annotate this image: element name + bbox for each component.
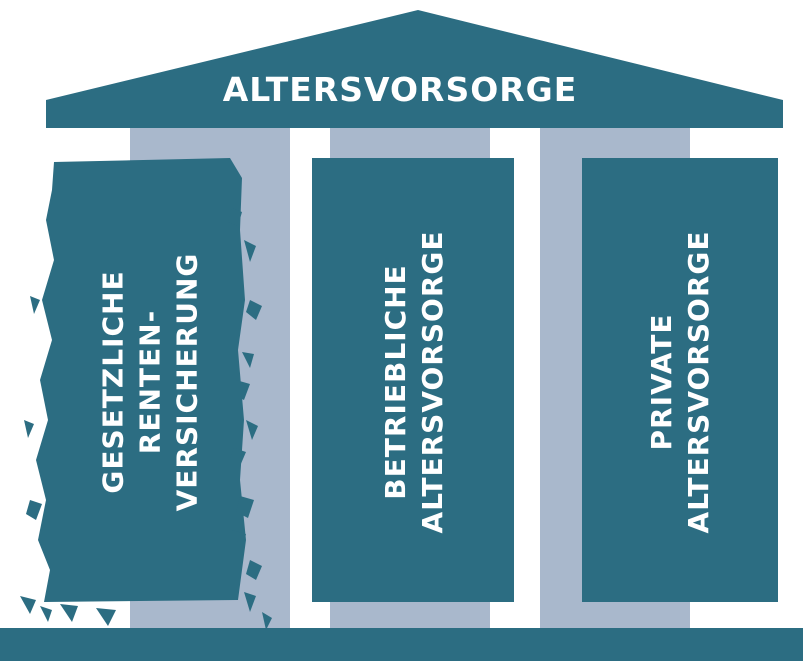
pillar-label-betriebliche-altersvorsorge: BETRIEBLICHE ALTERSVORSORGE: [379, 230, 449, 534]
roof-title: ALTERSVORSORGE: [222, 69, 578, 109]
pillar-2: [312, 158, 514, 602]
debris-fragments: [20, 208, 272, 630]
pillar-1-crumbling: [36, 158, 246, 602]
pillar-label-gesetzliche-rentenversicherung: GESETZLICHE RENTEN- VERSICHERUNG: [96, 252, 204, 512]
base: [0, 628, 803, 661]
roof: [46, 10, 783, 128]
pillar-label-private-altersvorsorge: PRIVATE ALTERSVORSORGE: [645, 230, 715, 534]
pillar-3: [582, 158, 778, 602]
